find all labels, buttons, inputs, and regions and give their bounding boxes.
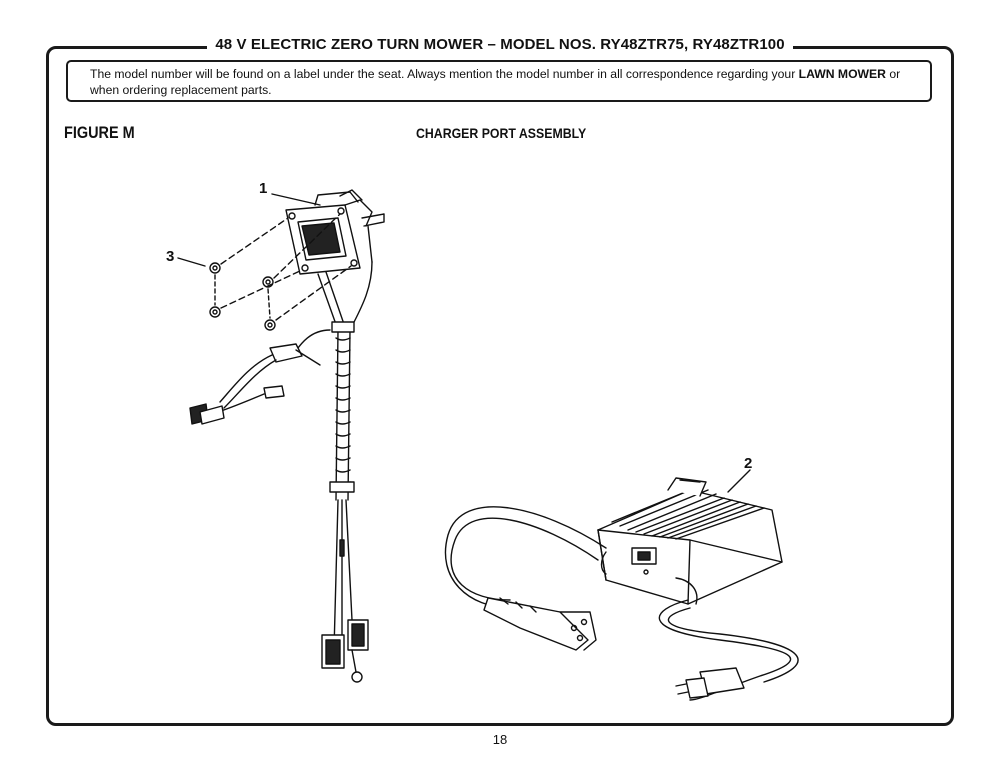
mounting-screws: [209, 213, 352, 331]
charger-port-harness: [189, 261, 373, 683]
model-number-notice: The model number will be found on a labe…: [66, 60, 932, 102]
callout-3-leader: [177, 257, 206, 267]
figure-title: CHARGER PORT ASSEMBLY: [416, 125, 587, 141]
page-title: 48 V ELECTRIC ZERO TURN MOWER – MODEL NO…: [0, 36, 1000, 53]
ac-power-cord: [658, 599, 799, 701]
notice-bold-text: LAWN MOWER: [798, 67, 886, 81]
notice-text-before: The model number will be found on a labe…: [90, 67, 799, 81]
charger-port-plate: [285, 189, 385, 275]
page-number: 18: [492, 732, 508, 747]
notice-text-after: or when ordering replacement parts.: [90, 67, 901, 97]
battery-charger: [597, 477, 783, 605]
charger-cable: [444, 506, 607, 651]
callout-2: 2: [744, 455, 753, 472]
callout-1-leader: [271, 193, 321, 206]
callout-2-leader: [727, 469, 751, 493]
callout-1: 1: [259, 180, 268, 197]
figure-label: FIGURE M: [64, 123, 135, 142]
callout-3: 3: [166, 248, 175, 265]
page-title-text: 48 V ELECTRIC ZERO TURN MOWER – MODEL NO…: [207, 36, 793, 53]
